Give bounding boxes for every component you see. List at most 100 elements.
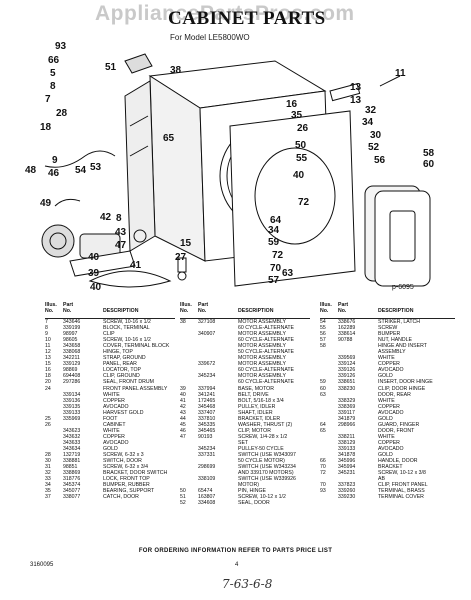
part-number: 162289 (338, 325, 356, 332)
callout: 34 (362, 117, 374, 128)
part-number: 98997 (63, 331, 78, 338)
part-number: 345996 (338, 458, 356, 465)
table-row: 60 CYCLE-ALTERNATE (180, 367, 310, 373)
callout: 13 (350, 82, 362, 93)
illus-number: 41 (180, 397, 186, 404)
callout: 8 (116, 213, 122, 224)
table-row: 60 CYCLE-ALTERNATE (180, 379, 310, 385)
page-number: 4 (235, 562, 239, 568)
part-description: WASHER, THRUST (2) (238, 421, 293, 428)
ground-wire (44, 150, 116, 168)
illus-number: 20 (45, 379, 51, 386)
part-description: PANEL, REAR (103, 361, 137, 368)
callout: 8 (50, 81, 56, 92)
part-number: 339672 (198, 361, 216, 368)
callout: 48 (25, 165, 37, 176)
callout: 93 (55, 41, 67, 52)
illus-number: 32 (45, 470, 51, 477)
part-number: 343623 (63, 427, 81, 434)
part-description: BASE, MOTOR (238, 385, 274, 392)
part-number: 338881 (63, 458, 81, 465)
part-number: 298699 (198, 464, 216, 471)
part-description: STRAP, GROUND (103, 355, 146, 362)
illus-number: 31 (45, 464, 51, 471)
part-number: 342211 (63, 355, 80, 362)
illus-number: 34 (45, 482, 51, 489)
illus-number: 54 (320, 319, 326, 325)
part-description: WHITE (378, 397, 395, 404)
illus-number: 66 (320, 458, 326, 465)
part-number: 338676 (338, 319, 356, 325)
part-description: AVOCADO (378, 445, 404, 452)
illus-number: 39 (180, 385, 186, 392)
illus-number: 63 (320, 391, 326, 398)
part-description: SWITCH (USE W343097 (238, 452, 296, 459)
callout: 52 (368, 142, 380, 153)
part-description: CLIP, GROUND (103, 373, 140, 380)
illus-number: 10 (45, 337, 51, 344)
part-description: HINGE, TOP (103, 349, 133, 356)
part-number: 345994 (338, 464, 356, 471)
callout: 63 (282, 268, 294, 279)
illus-number: 44 (180, 415, 186, 422)
part-number: 338869 (63, 470, 81, 477)
part-description: SCREW, 10-12 x 3/8 (378, 470, 426, 477)
part-number: 338651 (338, 379, 356, 386)
part-number: 339260 (338, 488, 356, 495)
part-description: COPPER (103, 397, 125, 404)
part-description: BLOCK, TERMINAL (103, 325, 150, 332)
part-number: 339124 (338, 361, 356, 368)
illus-number: 60 (320, 385, 326, 392)
part-number: 339135 (63, 403, 81, 410)
callout: 11 (395, 68, 406, 79)
part-number: 338109 (198, 476, 216, 483)
part-number: 345468 (198, 403, 216, 410)
part-description: CABINET (103, 421, 126, 428)
part-description: WHITE (378, 355, 395, 362)
callout: 60 (423, 159, 435, 170)
illus-number: 70 (320, 482, 326, 489)
part-description: 60 CYCLE-ALTERNATE (238, 379, 295, 386)
illus-number: 15 (45, 361, 51, 368)
part-description: STRIKER, LATCH (378, 319, 420, 325)
part-description: GUARD, FINGER (378, 421, 420, 428)
callout: 32 (365, 105, 377, 116)
illus-number: 24 (45, 385, 51, 392)
part-number: 339133 (338, 445, 356, 452)
part-number: 334608 (198, 500, 216, 507)
callout: 43 (115, 227, 127, 238)
callout: 58 (423, 148, 435, 159)
callout: 38 (170, 65, 182, 76)
drive-belt (88, 270, 172, 288)
illus-number: 33 (45, 476, 51, 483)
callout: 40 (88, 252, 100, 263)
illus-number: 64 (320, 421, 326, 428)
illus-number: 55 (320, 325, 326, 332)
part-number: 341878 (338, 452, 356, 459)
callout: 51 (105, 62, 117, 73)
part-number: 163807 (198, 494, 216, 501)
part-number: 98851 (63, 464, 78, 471)
illus-number: 47 (180, 433, 186, 440)
part-description: LOCK, FRONT TOP (103, 476, 150, 483)
table-row: AB (320, 476, 455, 482)
